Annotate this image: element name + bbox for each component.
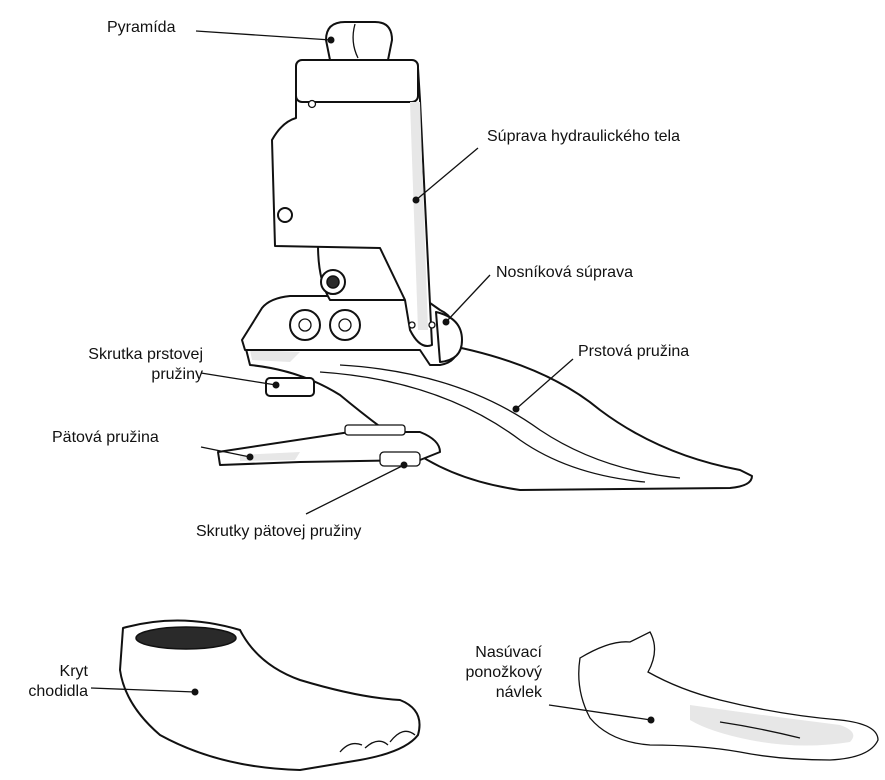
- label-toe-spring-screw: Skrutka prstovej pružiny: [35, 345, 203, 385]
- toe-spring-illustration: [245, 342, 752, 490]
- label-sock-line1: Nasúvací: [440, 643, 542, 663]
- label-pyramid: Pyramída: [107, 18, 175, 38]
- label-sock-line3: návlek: [440, 683, 542, 703]
- label-toe-spring: Prstová pružina: [578, 342, 689, 362]
- label-toe-spring-screw-line2: pružiny: [35, 365, 203, 385]
- sock-illustration: [579, 632, 878, 760]
- label-foot-cover: Kryt chodidla: [10, 662, 88, 702]
- label-sock: Nasúvací ponožkový návlek: [440, 643, 542, 703]
- label-hydraulic-body: Súprava hydraulického tela: [487, 127, 680, 147]
- label-heel-spring-screws: Skrutky pätovej pružiny: [196, 522, 361, 542]
- foot-cover-illustration: [120, 620, 420, 770]
- label-heel-spring: Pätová pružina: [52, 428, 159, 448]
- label-foot-cover-line2: chodidla: [10, 682, 88, 702]
- label-sock-line2: ponožkový: [440, 663, 542, 683]
- label-toe-spring-screw-line1: Skrutka prstovej: [35, 345, 203, 365]
- pyramid-illustration: [326, 22, 392, 60]
- label-beam-kit: Nosníková súprava: [496, 263, 633, 283]
- label-foot-cover-line1: Kryt: [10, 662, 88, 682]
